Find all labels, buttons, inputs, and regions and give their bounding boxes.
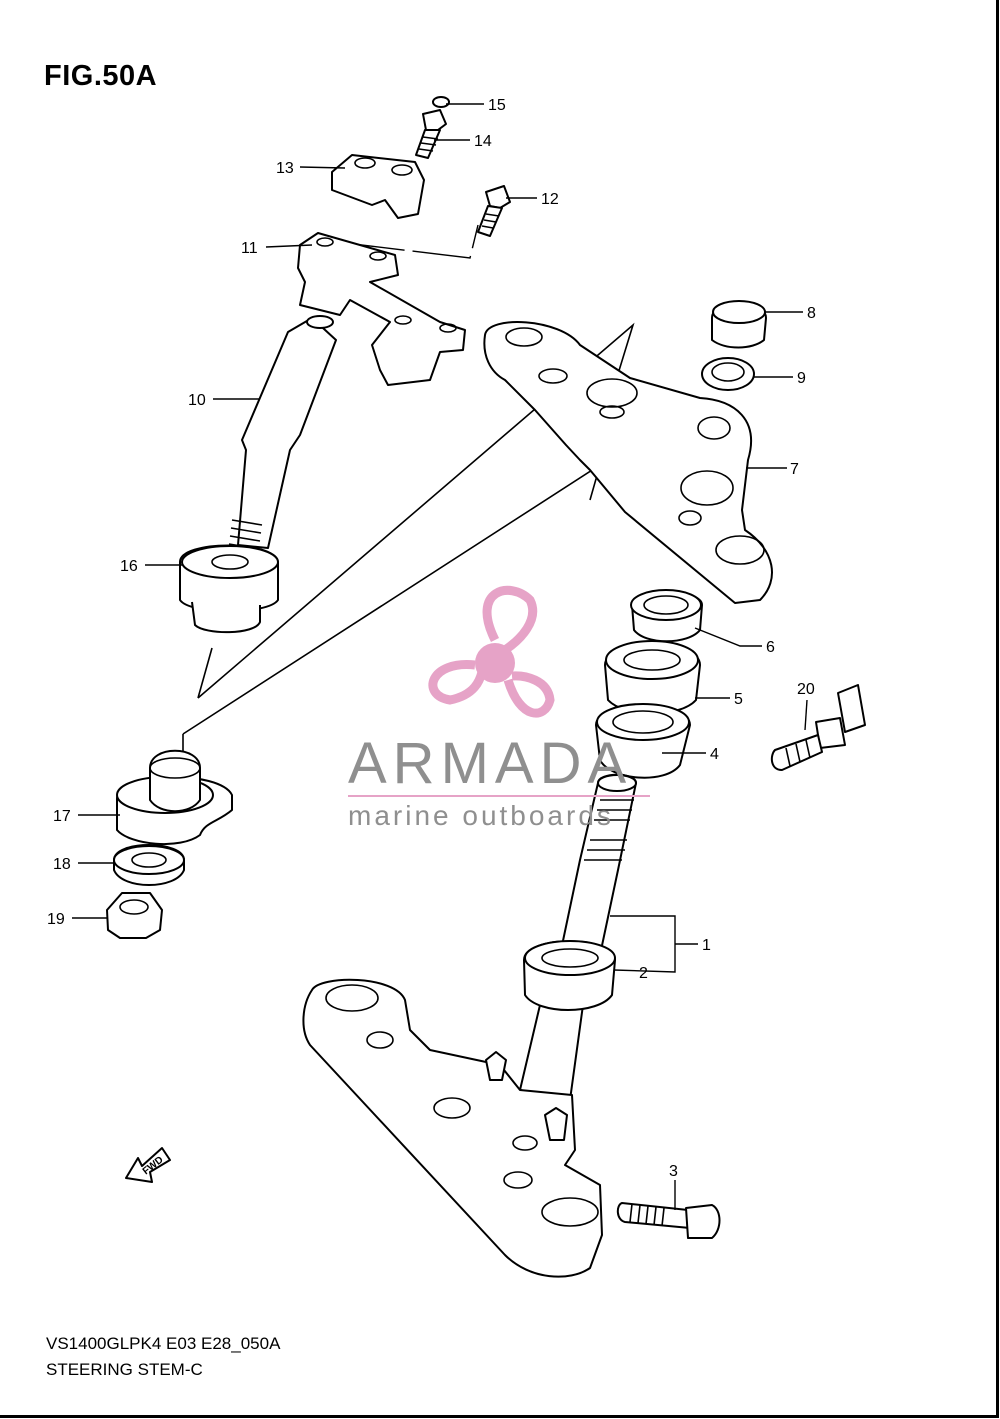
callout-6: 6 (766, 639, 775, 656)
part-9-washer (701, 357, 755, 391)
part-14-bolt (415, 109, 447, 159)
watermark-tagline: marine outboards (348, 800, 614, 831)
callout-1: 1 (702, 937, 711, 954)
part-13-holder-upper (331, 154, 425, 219)
callout-8: 8 (807, 305, 816, 322)
part-19-nut (106, 892, 163, 939)
part-4-bearing (595, 703, 691, 779)
callout-16: 16 (120, 558, 138, 575)
footer-section-name: STEERING STEM-C (46, 1360, 203, 1379)
part-1-steering-stem (519, 773, 637, 1101)
callout-3: 3 (669, 1163, 678, 1180)
part-7-upper-bracket (483, 321, 773, 604)
part-3-bolt (616, 1202, 721, 1239)
part-10-stud (227, 315, 337, 565)
part-5-seal (604, 640, 701, 715)
callout-20: 20 (797, 681, 815, 698)
arrow-forward-icon: FWD (125, 1147, 171, 1183)
part-18-washer (113, 844, 185, 886)
callout-5: 5 (734, 691, 743, 708)
part-15-cap (432, 96, 450, 108)
part-11-holder-lower (297, 232, 466, 386)
callout-7: 7 (790, 461, 799, 478)
callout-10: 10 (188, 392, 206, 409)
callout-15: 15 (488, 97, 506, 114)
part-6-stem-nut (630, 589, 703, 643)
callout-12: 12 (541, 191, 559, 208)
part-8-cap-nut (711, 300, 767, 349)
part-20-switch (770, 684, 866, 771)
part-17-housing (115, 749, 233, 846)
lower-bracket (302, 978, 603, 1278)
callout-18: 18 (53, 856, 71, 873)
watermark-brand: ARMADA (348, 731, 633, 796)
watermark-divider (348, 795, 650, 797)
callout-11: 11 (241, 240, 258, 257)
callouts: 15 14 13 12 11 10 16 8 9 7 6 5 4 20 17 1… (47, 97, 816, 1210)
part-16-cushion (179, 544, 279, 634)
part-12-bolt (477, 185, 511, 237)
callout-19: 19 (47, 911, 65, 928)
callout-4: 4 (710, 746, 719, 763)
callout-17: 17 (53, 808, 71, 825)
footer-model-code: VS1400GLPK4 E03 E28_050A (46, 1334, 281, 1353)
callout-9: 9 (797, 370, 806, 387)
callout-14: 14 (474, 133, 492, 150)
propeller-icon (428, 585, 555, 718)
part-2-lower-bearing (523, 940, 616, 1011)
callout-2: 2 (639, 965, 648, 982)
figure-title: FIG.50A (44, 60, 158, 92)
callout-13: 13 (276, 160, 294, 177)
